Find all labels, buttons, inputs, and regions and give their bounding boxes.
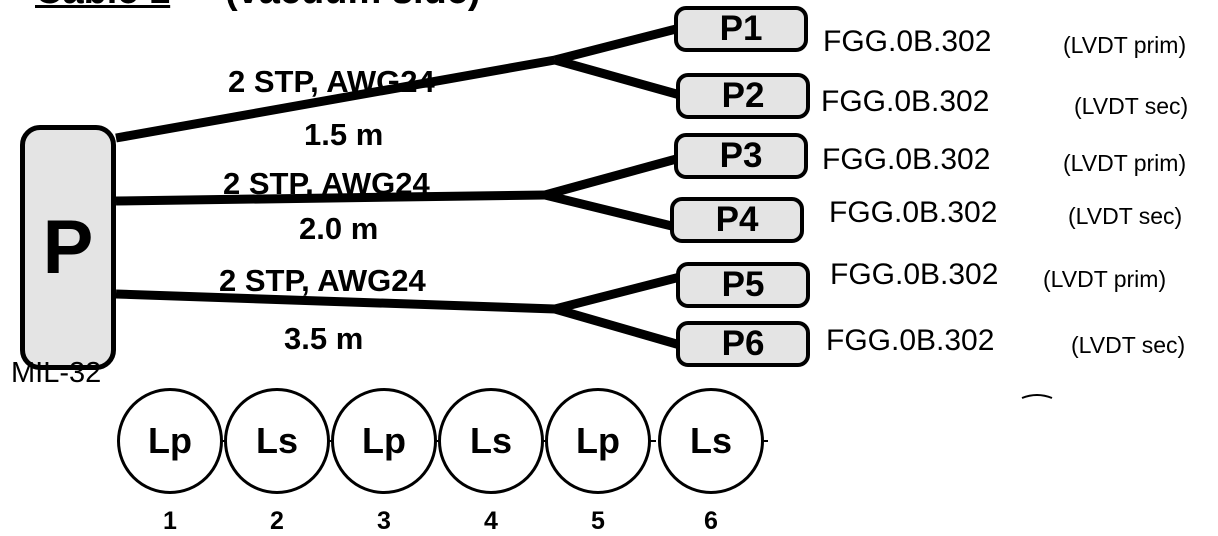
coil-3-number: 3 — [377, 507, 391, 535]
coil-6-label: Ls — [689, 420, 732, 461]
cable-2-branch-p4 — [543, 190, 682, 233]
connector-p3: P3 — [674, 133, 808, 179]
cable-3-length: 3.5 m — [284, 321, 364, 356]
diagram-title: Cable 1 — [35, 0, 170, 13]
connector-p1-function: (LVDT prim) — [1063, 32, 1187, 58]
connector-p3-part: FGG.0B.302 — [822, 143, 991, 176]
connector-p6-label: P6 — [721, 324, 765, 363]
connector-p1-part: FGG.0B.302 — [823, 25, 992, 58]
cable-2-spec: 2 STP, AWG24 — [223, 166, 430, 201]
coil-2-number: 2 — [270, 507, 284, 535]
coil-6: Ls — [658, 388, 764, 494]
decorative-arc — [1021, 394, 1053, 399]
connector-p5-part: FGG.0B.302 — [830, 258, 999, 291]
main-connector-box: P — [20, 125, 116, 370]
coil-2: Ls — [224, 388, 330, 494]
coil-5-number: 5 — [591, 507, 605, 535]
connector-p3-function: (LVDT prim) — [1063, 150, 1187, 176]
cable-1-branch-p1 — [553, 23, 682, 65]
cable-2-branch-p3 — [543, 153, 682, 200]
coil-5: Lp — [545, 388, 651, 494]
diagram-subtitle: (vacuum side) — [225, 0, 481, 13]
cable-1-branch-p2 — [553, 55, 682, 100]
coil-4-number: 4 — [484, 507, 498, 535]
connector-p4-function: (LVDT sec) — [1068, 203, 1183, 229]
connector-p2-function: (LVDT sec) — [1074, 93, 1189, 119]
coil-1-number: 1 — [163, 507, 177, 535]
coil-2-label: Ls — [255, 420, 298, 461]
coil-5-label: Lp — [576, 420, 620, 461]
connector-p2-part: FGG.0B.302 — [821, 85, 990, 118]
connector-p5-label: P5 — [721, 265, 765, 304]
connector-p6-part: FGG.0B.302 — [826, 324, 995, 357]
cable-3-trunk — [115, 289, 556, 314]
main-connector-label: P — [42, 205, 94, 290]
coil-4: Ls — [438, 388, 544, 494]
connector-p4-label: P4 — [715, 200, 759, 239]
connector-p5-function: (LVDT prim) — [1043, 266, 1167, 292]
coil-3-label: Lp — [362, 420, 406, 461]
connector-p6-function: (LVDT sec) — [1071, 332, 1186, 358]
connector-p4: P4 — [670, 197, 804, 243]
connector-p3-label: P3 — [719, 136, 763, 175]
cable-3-spec: 2 STP, AWG24 — [219, 263, 426, 298]
coil-3: Lp — [331, 388, 437, 494]
connector-p1-label: P1 — [719, 9, 763, 48]
connector-p1: P1 — [674, 6, 808, 52]
connector-p6: P6 — [676, 321, 810, 367]
coil-4-label: Ls — [469, 420, 512, 461]
cable-3-branch-p6 — [553, 304, 682, 350]
connector-p4-part: FGG.0B.302 — [829, 196, 998, 229]
coil-1-label: Lp — [148, 420, 192, 461]
cable-1-length: 1.5 m — [304, 117, 384, 152]
cable-1-trunk — [115, 55, 556, 143]
connector-p5: P5 — [676, 262, 810, 308]
cable-2-trunk — [115, 190, 546, 206]
coil-1: Lp — [117, 388, 223, 494]
cable-1-spec: 2 STP, AWG24 — [228, 64, 435, 99]
coil-6-number: 6 — [704, 507, 718, 535]
connector-p2-label: P2 — [721, 76, 765, 115]
connector-p2: P2 — [676, 73, 810, 119]
cable-2-length: 2.0 m — [299, 211, 379, 246]
main-connector-type: MIL-32 — [11, 357, 102, 389]
cable-3-branch-p5 — [553, 272, 682, 314]
